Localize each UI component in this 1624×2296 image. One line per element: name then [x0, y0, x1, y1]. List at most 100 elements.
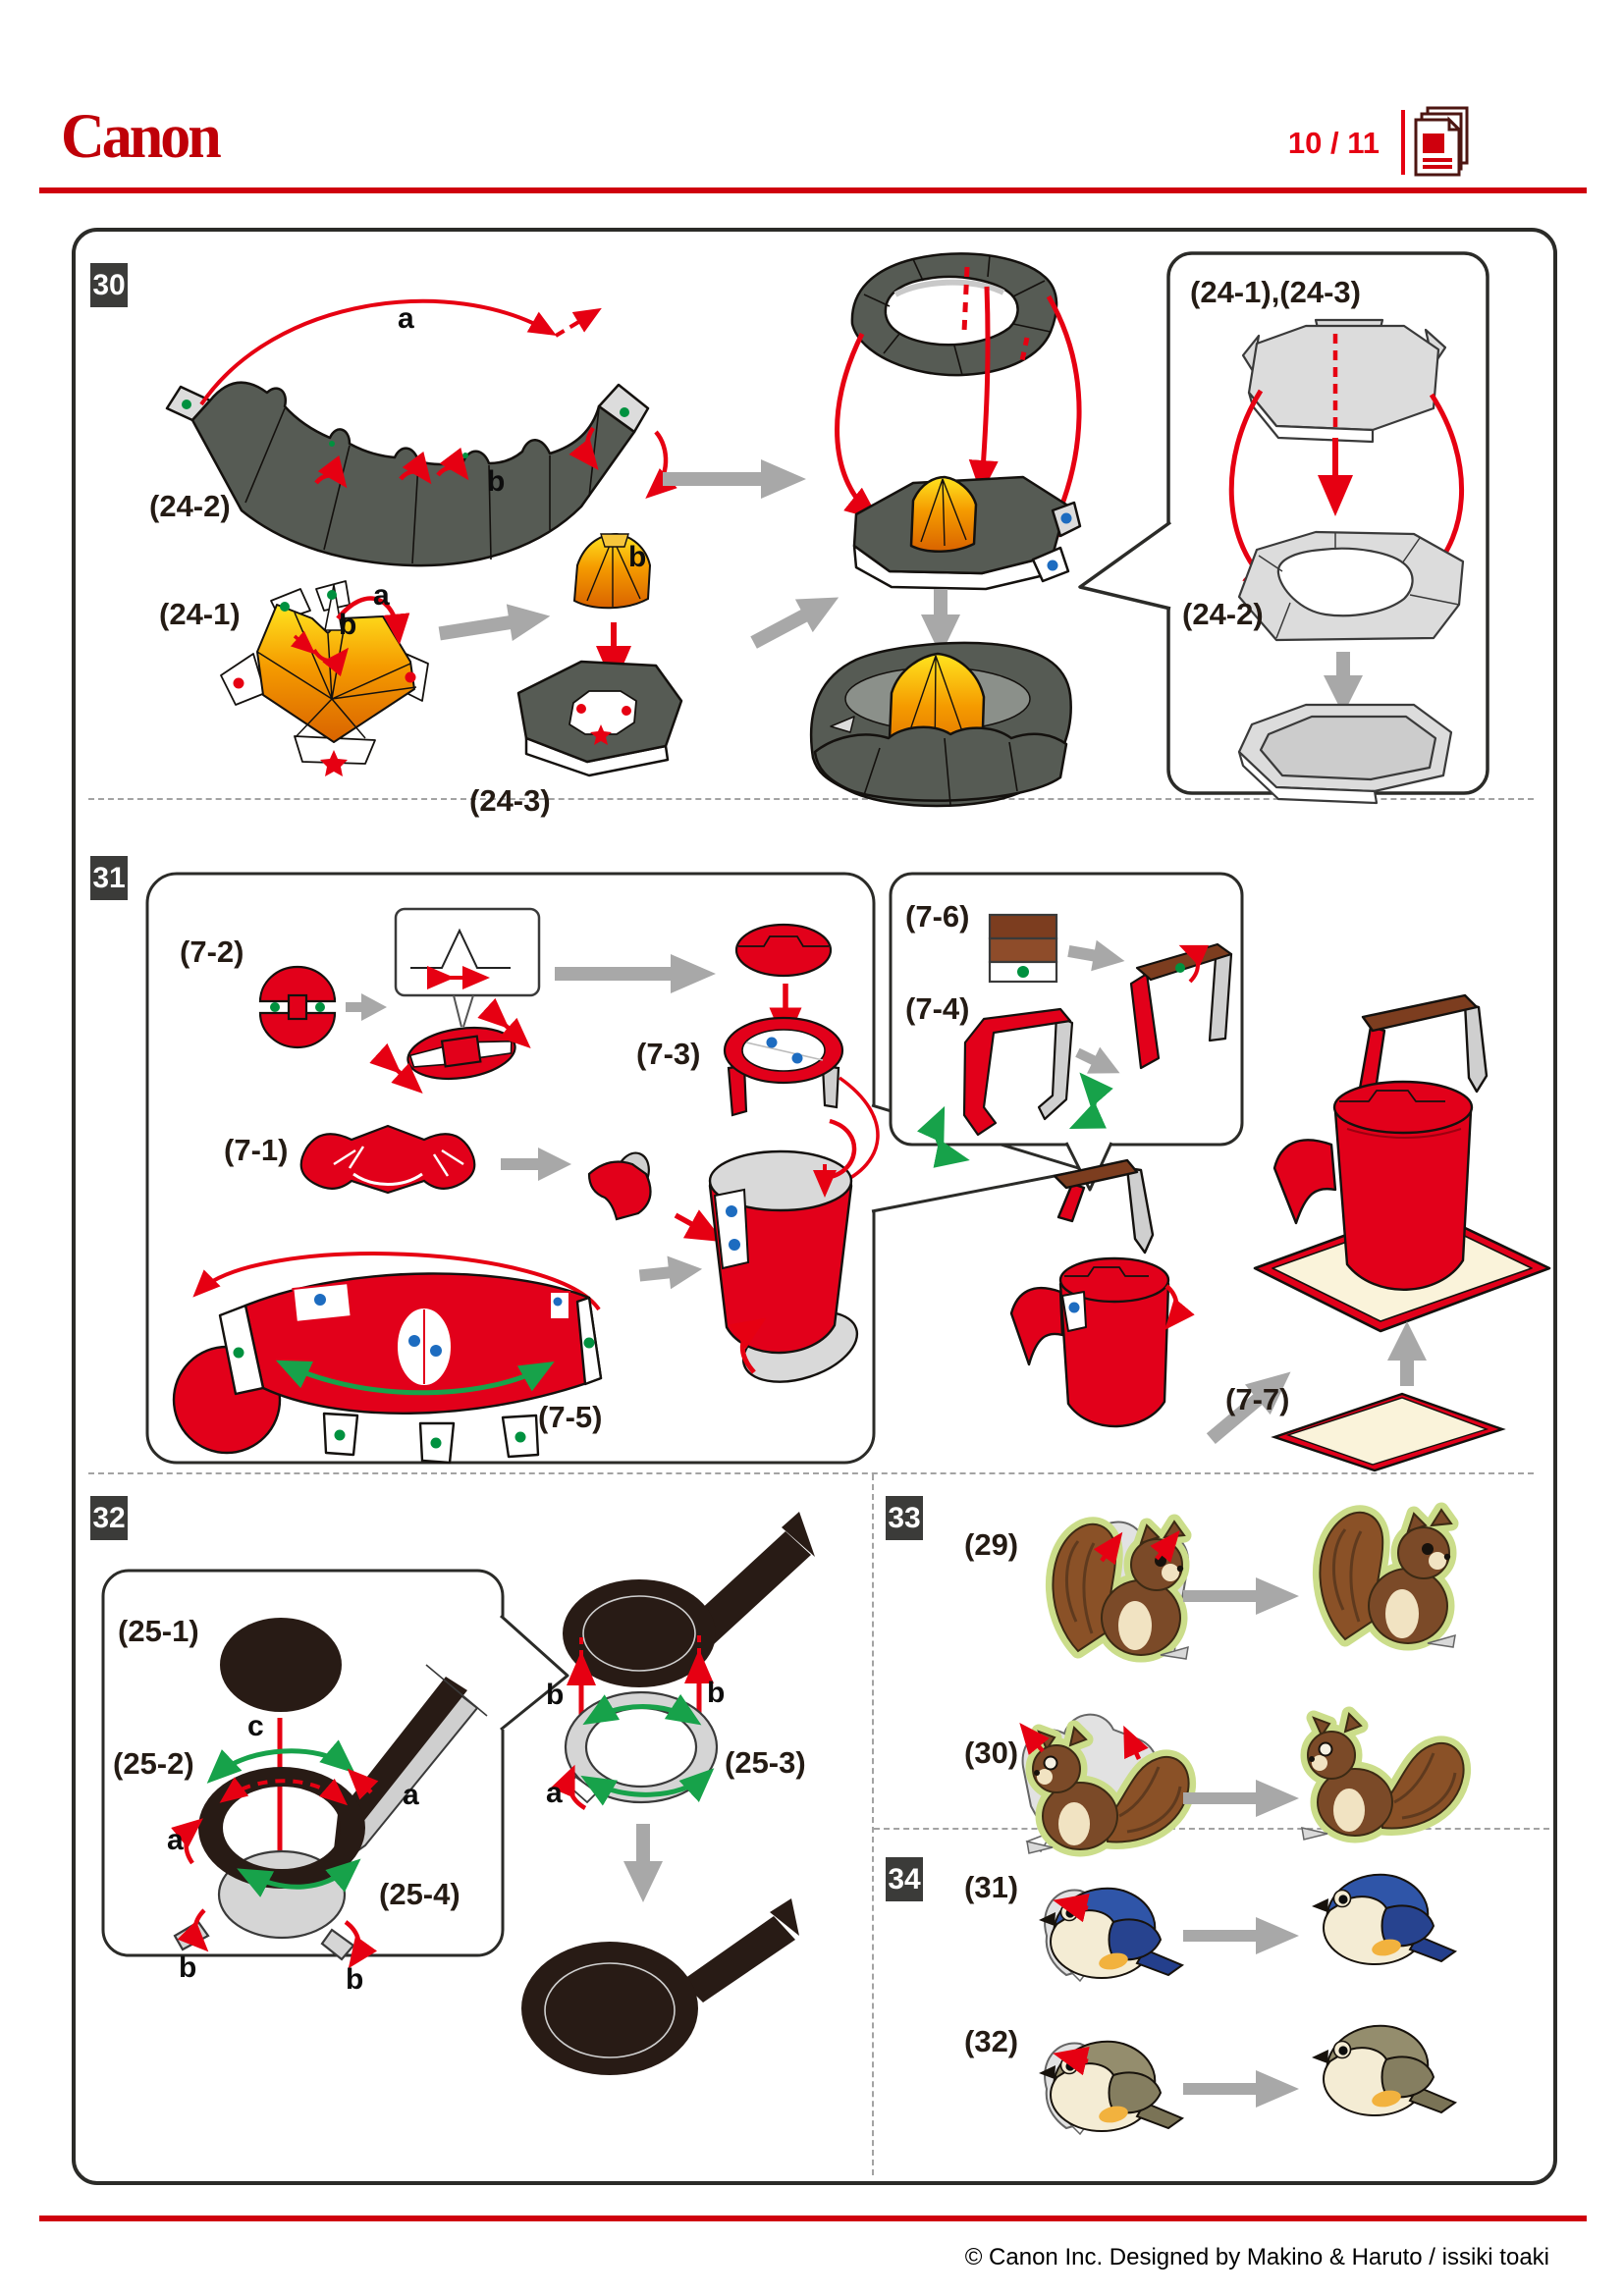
label-24-2: (24-2)	[149, 489, 231, 523]
label-b-left: b	[179, 1951, 197, 1984]
arrow-base-to-assembly	[750, 597, 839, 649]
label-b-strip-mid: b	[487, 465, 506, 498]
arrow-pan-down	[623, 1824, 663, 1902]
glue-arrows-24-2	[199, 298, 677, 499]
page-indicator: 10 / 11	[1287, 126, 1380, 160]
arrow-7-1	[501, 1148, 571, 1181]
part-25-1-disc	[220, 1618, 342, 1712]
footer-rule	[39, 2216, 1587, 2221]
fold-detail-inset	[394, 907, 541, 1028]
pan-top-over-ring	[563, 1512, 815, 1687]
bird-32-before	[1038, 2040, 1183, 2136]
label-30: (30)	[964, 1735, 1019, 1770]
firepit-complete	[809, 641, 1072, 808]
bird-32-after	[1311, 2024, 1456, 2116]
separator-32-33	[872, 1474, 874, 2175]
part-7-4-arrows	[917, 1072, 1113, 1168]
squirrel-29-after	[1320, 1510, 1455, 1647]
squirrel-30-after	[1302, 1714, 1464, 1840]
label-7-7: (7-7)	[1225, 1382, 1290, 1416]
arrow-strip-to-ring	[663, 459, 806, 499]
header-divider	[1401, 110, 1405, 175]
header-rule	[39, 187, 1587, 193]
arrow-30	[1183, 1780, 1299, 1817]
step-31-number: 31	[90, 856, 128, 900]
kettle-handle-arrow	[1164, 1284, 1195, 1330]
label-7-3: (7-3)	[636, 1037, 701, 1071]
squirrel-29-before	[1053, 1522, 1188, 1659]
label-a-flame: a	[373, 579, 390, 612]
label-c: c	[247, 1710, 264, 1742]
label-7-1: (7-1)	[224, 1133, 289, 1167]
canon-logo: Canon	[61, 101, 222, 172]
bird-31-before	[1038, 1887, 1183, 1983]
step-34-number: 34	[886, 1857, 923, 1901]
ring-guide-arrows	[171, 1739, 379, 1969]
part-7-2	[258, 965, 337, 1049]
part-24-3-base	[516, 660, 683, 777]
step-33-diagram	[1019, 1472, 1556, 1828]
step-30-callout	[1078, 251, 1489, 805]
arrow-32	[1183, 2070, 1299, 2108]
wire-7-3-to-body	[838, 1076, 880, 1186]
arrow-7-2	[346, 993, 387, 1021]
label-7-6: (7-6)	[905, 899, 970, 934]
part-7-6	[988, 913, 1058, 984]
label-a-handle: a	[403, 1779, 419, 1811]
step-33-number: 33	[886, 1496, 923, 1540]
label-25-3: (25-3)	[725, 1745, 806, 1780]
squirrel-30-before	[1019, 1713, 1189, 1853]
arrow-31	[1183, 1917, 1299, 1954]
pan-final	[521, 1898, 799, 2075]
step-31-diagram	[145, 872, 1551, 1472]
label-24-1: (24-1)	[159, 597, 241, 631]
step-32-diagram	[101, 1512, 815, 2075]
glue-arrows-24-1	[290, 596, 410, 677]
part-24-1-unfolded-flame	[220, 580, 429, 776]
label-25-1: (25-1)	[118, 1614, 199, 1648]
lid-7-2-arrows	[369, 997, 531, 1095]
arrow-to-final-firepit	[921, 589, 960, 656]
separator-31-32	[88, 1472, 1534, 1474]
arrow-7-6	[1067, 939, 1125, 972]
label-b-strip-right: b	[628, 541, 647, 573]
label-b-up-right: b	[707, 1677, 726, 1709]
label-25-4: (25-4)	[379, 1877, 460, 1911]
arrow-flame-fold	[438, 604, 551, 641]
spout-folded	[587, 1151, 652, 1221]
handle-grip-arrow	[1178, 944, 1210, 984]
arrow-7-4	[1075, 1046, 1120, 1074]
separator-30-31	[88, 798, 1534, 800]
flame-folded	[572, 532, 652, 610]
rock-ring-assembled	[850, 252, 1058, 377]
step-30-diagram	[165, 251, 1489, 808]
arrow-mat-up	[1387, 1321, 1427, 1386]
callout-arrow-down	[1324, 652, 1363, 715]
base-with-flame-assembly	[852, 475, 1082, 591]
label-a-strip: a	[398, 302, 414, 335]
separator-33-34	[874, 1828, 1549, 1830]
label-24-3: (24-3)	[469, 783, 551, 818]
copyright-text: © Canon Inc. Designed by Makino & Haruto…	[964, 2244, 1549, 2270]
bird-31-after	[1311, 1873, 1456, 1965]
step-34-diagram	[1038, 1873, 1456, 2136]
label-b-right: b	[346, 1963, 364, 1996]
label-29: (29)	[964, 1527, 1019, 1562]
label-31: (31)	[964, 1870, 1019, 1904]
label-callout-title-30: (24-1),(24-3)	[1190, 275, 1361, 309]
label-b-up-left: b	[546, 1679, 565, 1711]
arrow-kettle-to-final	[1206, 1371, 1291, 1444]
label-7-4: (7-4)	[905, 991, 970, 1026]
part-7-1	[299, 1124, 476, 1195]
label-25-2: (25-2)	[113, 1746, 194, 1781]
part-7-4	[962, 1007, 1074, 1137]
document-pages-icon	[1414, 106, 1469, 177]
step-30-number: 30	[90, 263, 128, 307]
label-7-2: (7-2)	[180, 934, 244, 969]
step-32-number: 32	[90, 1496, 128, 1540]
label-a-left: a	[167, 1824, 184, 1856]
kettle-body-assembly	[708, 1149, 859, 1383]
label-b-flame: b	[339, 609, 357, 641]
kettle-final-on-mat	[1253, 993, 1551, 1333]
